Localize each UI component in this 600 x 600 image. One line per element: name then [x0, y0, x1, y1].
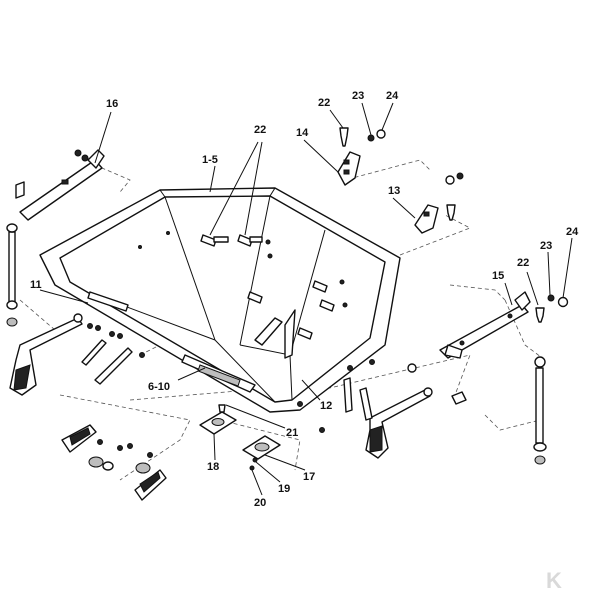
right-leg-arm — [365, 363, 467, 459]
hopper-bolts — [138, 231, 348, 340]
callout-1-5: 1-5 — [202, 154, 218, 166]
callout-6-10: 6-10 — [148, 381, 170, 393]
callout-16: 16 — [106, 98, 118, 110]
part-16-bracket — [15, 149, 105, 221]
part-18-disc — [199, 404, 237, 435]
part-14-bracket — [337, 127, 386, 186]
part-13-bracket — [414, 172, 464, 234]
watermark-logo: K — [546, 568, 562, 593]
callout-17: 17 — [303, 471, 315, 483]
callout-labels: 16 1-5 22 22 23 24 14 13 11 15 22 23 24 … — [30, 90, 579, 509]
assembly-guide-lines — [19, 159, 546, 481]
watermark-logo-text: K — [546, 568, 562, 593]
callout-13: 13 — [388, 185, 400, 197]
lower-left-clamps — [61, 424, 167, 501]
hopper-body — [39, 187, 401, 413]
right-fasteners — [535, 294, 569, 323]
callout-19: 19 — [278, 483, 290, 495]
left-leg-arm — [9, 313, 83, 396]
callout-24-bracket: 24 — [386, 90, 399, 102]
callout-12: 12 — [320, 400, 332, 412]
callout-11: 11 — [30, 279, 42, 291]
callout-22-bracket: 22 — [318, 97, 330, 109]
callout-23-bracket: 23 — [352, 90, 364, 102]
callout-15: 15 — [492, 270, 504, 282]
callout-23-right: 23 — [540, 240, 552, 252]
callout-22-right: 22 — [517, 257, 529, 269]
leader-lines — [39, 102, 573, 496]
part-17-disc — [242, 435, 281, 471]
callout-21: 21 — [286, 427, 298, 439]
callout-18: 18 — [207, 461, 219, 473]
right-vertical-rod — [533, 356, 547, 465]
callout-20: 20 — [254, 497, 266, 509]
part-15-bracket — [439, 291, 531, 359]
callout-22-hopper: 22 — [254, 124, 266, 136]
callout-14: 14 — [296, 127, 309, 139]
callout-24-right: 24 — [566, 226, 579, 238]
part-12-bars — [297, 359, 375, 433]
left-vertical-rod — [6, 223, 18, 327]
left-link-bars — [81, 323, 145, 385]
